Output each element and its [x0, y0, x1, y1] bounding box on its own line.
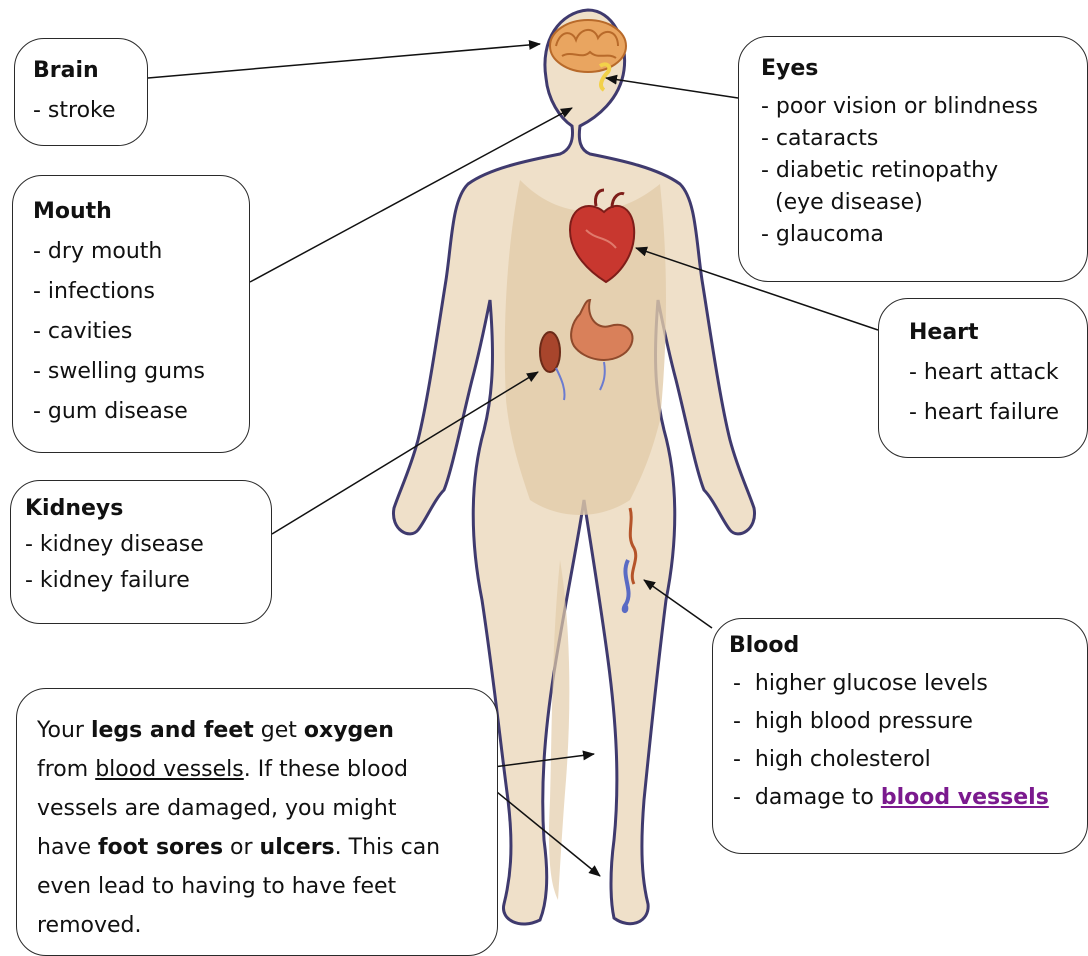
legs-text: vessels are damaged, you might: [37, 796, 396, 821]
brain-item: - stroke: [33, 91, 147, 131]
legs-line: removed.: [37, 906, 497, 945]
legs-line: Your legs and feet get oxygen: [37, 711, 497, 750]
mouth-item: - dry mouth: [33, 232, 249, 272]
blood-title: Blood: [729, 627, 1087, 665]
legs-bold-text: legs and feet: [91, 718, 254, 743]
legs-line: vessels are damaged, you might: [37, 789, 497, 828]
kidneys-callout: Kidneys - kidney disease - kidney failur…: [10, 480, 272, 624]
blood-item-prefix: - damage to: [733, 785, 881, 810]
legs-text: from: [37, 757, 95, 782]
brain-title: Brain: [33, 51, 147, 91]
legs-text: Your: [37, 718, 91, 743]
legs-text: . If these blood: [244, 757, 408, 782]
legs-underlined-text: blood vessels: [95, 757, 244, 782]
legs-text: have: [37, 835, 98, 860]
legs-bold-text: foot sores: [98, 835, 223, 860]
heart-item: - heart attack: [909, 353, 1087, 393]
eyes-item: - glaucoma: [761, 219, 1087, 251]
mouth-title: Mouth: [33, 192, 249, 232]
blood-item: - damage to blood vessels: [729, 779, 1087, 817]
blood-item: - high cholesterol: [729, 741, 1087, 779]
legs-text: get: [254, 718, 304, 743]
blood-item: - higher glucose levels: [729, 665, 1087, 703]
blood-callout: Blood - higher glucose levels - high blo…: [712, 618, 1088, 854]
eyes-pointer: [606, 78, 738, 98]
eyes-title: Eyes: [761, 53, 1087, 85]
legs-line: from blood vessels. If these blood: [37, 750, 497, 789]
legs-text: or: [223, 835, 260, 860]
legs-line: have foot sores or ulcers. This can: [37, 828, 497, 867]
brain-callout: Brain - stroke: [14, 38, 148, 146]
legs-text: even lead to having to have feet: [37, 874, 396, 899]
legs-callout: Your legs and feet get oxygen from blood…: [16, 688, 498, 956]
brain-icon: [550, 20, 626, 72]
eyes-callout: Eyes - poor vision or blindness - catara…: [738, 36, 1088, 282]
legs-line: even lead to having to have feet: [37, 867, 497, 906]
mouth-callout: Mouth - dry mouth - infections - cavitie…: [12, 175, 250, 453]
heart-title: Heart: [909, 313, 1087, 353]
blood-vessels-link[interactable]: blood vessels: [881, 785, 1049, 810]
mouth-item: - swelling gums: [33, 352, 249, 392]
kidneys-item: - kidney failure: [25, 563, 271, 599]
heart-item: - heart failure: [909, 393, 1087, 433]
eyes-item: (eye disease): [761, 187, 1087, 219]
kidneys-title: Kidneys: [25, 491, 271, 527]
brain-pointer: [148, 44, 540, 78]
heart-callout: Heart - heart attack - heart failure: [878, 298, 1088, 458]
kidneys-item: - kidney disease: [25, 527, 271, 563]
mouth-item: - gum disease: [33, 392, 249, 432]
legs-text: removed.: [37, 913, 142, 938]
mouth-item: - infections: [33, 272, 249, 312]
mouth-item: - cavities: [33, 312, 249, 352]
eyes-item: - diabetic retinopathy: [761, 155, 1087, 187]
legs-bold-text: ulcers: [260, 835, 335, 860]
legs-bold-text: oxygen: [304, 718, 394, 743]
legs-text: . This can: [335, 835, 440, 860]
eyes-item: - poor vision or blindness: [761, 91, 1087, 123]
eyes-item: - cataracts: [761, 123, 1087, 155]
blood-item: - high blood pressure: [729, 703, 1087, 741]
